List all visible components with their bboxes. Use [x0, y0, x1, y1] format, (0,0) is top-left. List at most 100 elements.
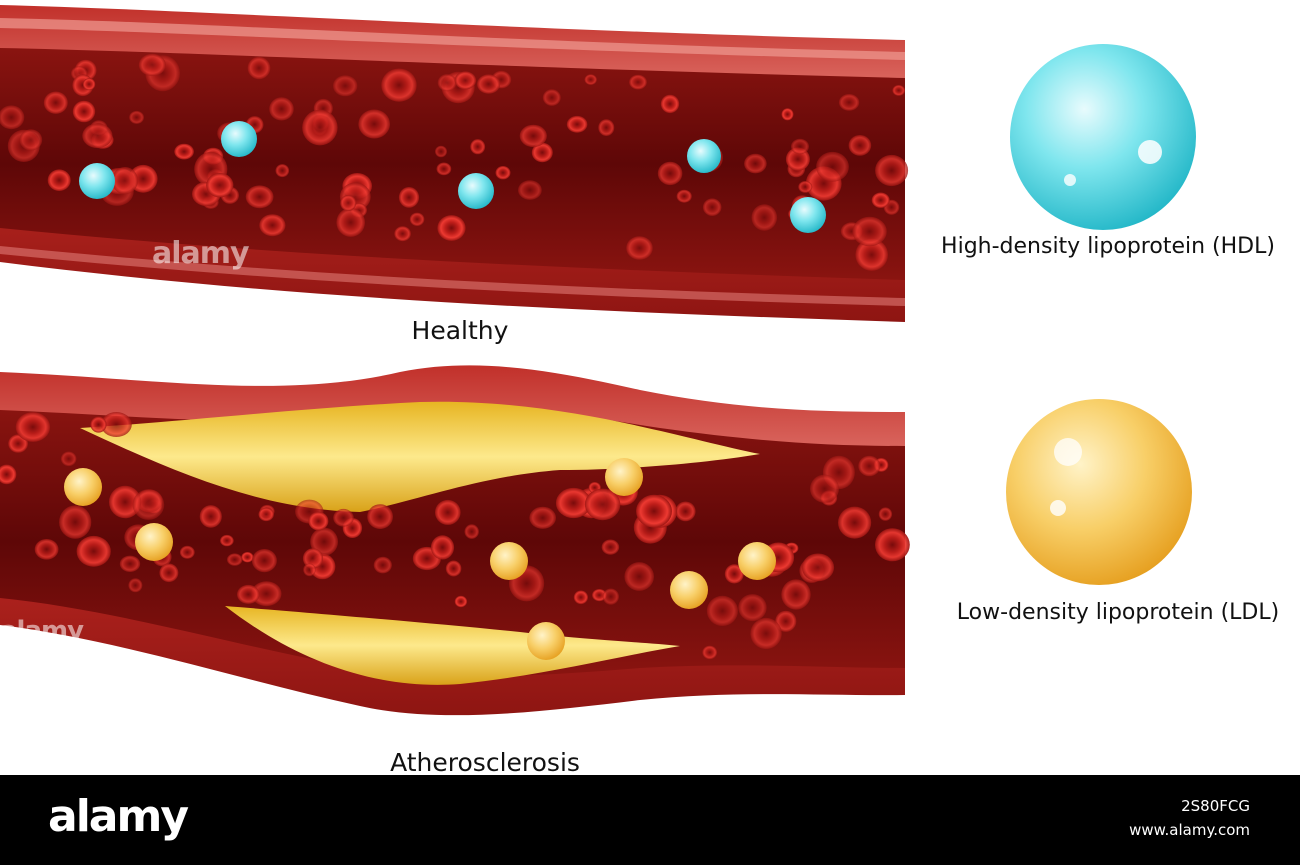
red-blood-cell: [750, 617, 782, 650]
ldl-particle: [605, 458, 643, 496]
red-blood-cell: [702, 645, 718, 660]
red-blood-cell: [394, 226, 411, 242]
ldl-particle: [527, 622, 565, 660]
red-blood-cell: [308, 511, 329, 531]
red-blood-cell: [738, 594, 767, 622]
red-blood-cell: [531, 142, 553, 163]
red-blood-cell: [518, 180, 542, 200]
image-id: 2S80FCG: [1181, 797, 1250, 815]
lower-plaque: [225, 606, 680, 685]
atherosclerosis-caption: Atherosclerosis: [390, 748, 580, 777]
red-blood-cell: [129, 110, 145, 124]
red-blood-cell: [584, 74, 597, 85]
hdl-legend-sphere: [1010, 44, 1196, 230]
hdl-particle: [790, 197, 826, 233]
red-blood-cell: [227, 553, 243, 566]
red-blood-cell: [573, 590, 589, 605]
healthy-blood-cells: [0, 53, 909, 271]
red-blood-cell: [0, 105, 25, 130]
red-blood-cell: [875, 154, 909, 187]
red-blood-cell: [72, 100, 96, 123]
red-blood-cell: [251, 581, 282, 607]
lipoprotein-illustration: [0, 5, 1196, 716]
ldl-particle: [135, 523, 173, 561]
red-blood-cell: [542, 89, 561, 106]
red-blood-cell: [179, 545, 195, 559]
red-blood-cell: [245, 185, 274, 209]
red-blood-cell: [781, 579, 811, 610]
red-blood-cell: [810, 474, 839, 503]
red-blood-cell: [310, 527, 338, 556]
red-blood-cell: [855, 238, 888, 271]
red-blood-cell: [529, 506, 556, 529]
red-blood-cell: [454, 595, 468, 608]
red-blood-cell: [660, 94, 680, 114]
healthy-vessel: [0, 5, 909, 322]
red-blood-cell: [237, 584, 260, 604]
red-blood-cell: [781, 108, 794, 121]
red-blood-cell: [82, 78, 96, 91]
red-blood-cell: [119, 555, 141, 572]
red-blood-cell: [90, 416, 107, 433]
red-blood-cell: [82, 123, 113, 149]
red-blood-cell: [302, 548, 324, 569]
red-blood-cell: [59, 505, 92, 539]
upper-plaque: [80, 401, 760, 512]
red-blood-cell: [247, 56, 271, 80]
red-blood-cell: [798, 181, 813, 193]
red-blood-cell: [258, 507, 274, 522]
red-blood-cell: [275, 164, 290, 178]
red-blood-cell: [437, 74, 457, 92]
red-blood-cell: [47, 169, 71, 191]
ldl-legend-label: Low-density lipoprotein (LDL): [956, 600, 1280, 625]
healthy-hdl-particles: [79, 121, 826, 233]
red-blood-cell: [875, 528, 910, 562]
red-blood-cell: [495, 166, 511, 180]
red-blood-cell: [848, 135, 872, 156]
red-blood-cell: [303, 563, 316, 577]
red-blood-cell: [598, 119, 615, 136]
ldl-particle: [670, 571, 708, 609]
red-blood-cell: [601, 539, 620, 555]
red-blood-cell: [220, 534, 234, 547]
red-blood-cell: [838, 506, 872, 539]
red-blood-cell: [302, 109, 338, 146]
red-blood-cell: [657, 161, 683, 186]
hdl-particle: [687, 139, 721, 173]
red-blood-cell: [76, 535, 111, 567]
red-blood-cell: [409, 212, 425, 226]
red-blood-cell: [858, 455, 881, 477]
healthy-vessel-lower-highlight: [0, 246, 905, 306]
red-blood-cell: [132, 489, 165, 520]
red-blood-cell: [852, 216, 887, 247]
footer-logo: alamy: [48, 791, 189, 842]
footer-url: www.alamy.com: [1129, 821, 1250, 839]
red-blood-cell: [100, 412, 132, 437]
hdl-legend-label: High-density lipoprotein (HDL): [941, 234, 1275, 259]
red-blood-cell: [19, 129, 43, 151]
red-blood-cell: [675, 501, 696, 522]
red-blood-cell: [15, 412, 51, 442]
red-blood-cell: [801, 553, 835, 582]
red-blood-cell: [336, 207, 366, 237]
red-blood-cell: [838, 94, 860, 111]
watermark: alamy: [152, 236, 250, 271]
red-blood-cell: [333, 508, 354, 527]
red-blood-cell: [566, 115, 588, 133]
red-blood-cell: [555, 487, 592, 519]
red-blood-cell: [437, 215, 466, 241]
red-blood-cell: [241, 552, 254, 563]
red-blood-cell: [751, 204, 778, 231]
red-blood-cell: [871, 192, 890, 208]
red-blood-cell: [791, 138, 809, 155]
red-blood-cell: [584, 488, 621, 521]
ldl-particle: [64, 468, 102, 506]
red-blood-cell: [34, 539, 59, 560]
red-blood-cell: [259, 214, 286, 237]
ldl-particle: [738, 542, 776, 580]
red-blood-cell: [111, 167, 138, 195]
red-blood-cell: [724, 564, 744, 584]
red-blood-cell: [60, 451, 77, 467]
red-blood-cell: [629, 74, 647, 90]
watermark: alamy: [0, 616, 84, 646]
